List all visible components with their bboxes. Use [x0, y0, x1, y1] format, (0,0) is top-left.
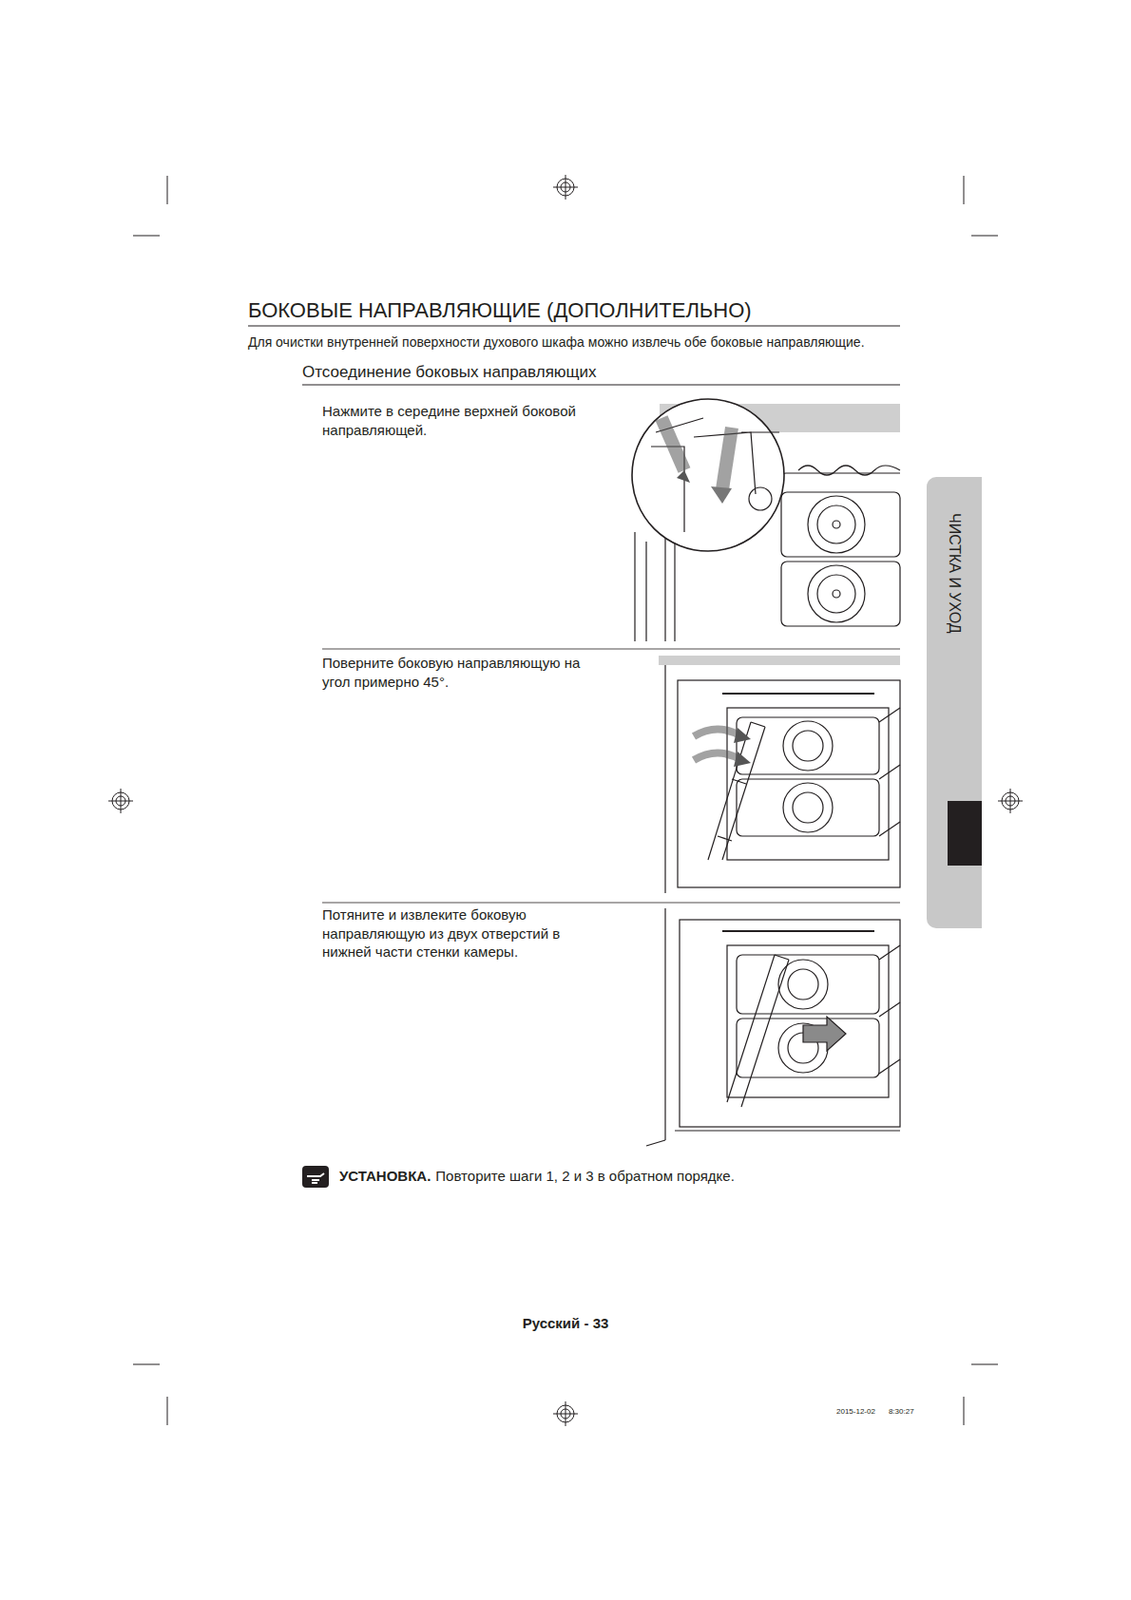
section-tab: ЧИСТКА И УХОД — [926, 477, 982, 929]
illustration-part — [733, 728, 751, 744]
illustration-part — [783, 721, 833, 771]
illustration-part — [727, 955, 789, 1108]
illustration-part — [661, 418, 685, 471]
illustration-part — [736, 779, 880, 837]
note-text: Повторите шаги 1, 2 и 3 в обратном поряд… — [435, 1167, 735, 1187]
illustration-part — [679, 920, 901, 1128]
illustration-part — [879, 708, 901, 837]
illustration-part — [710, 486, 732, 504]
intro-text: Для очистки внутренней поверхности духов… — [248, 333, 914, 351]
illustration-part — [722, 930, 875, 933]
step-text: Потяните и извлеките боковую направляющу… — [322, 905, 608, 962]
illustration-part — [633, 532, 635, 642]
illustration-part — [1010, 788, 1012, 814]
illustration-part — [722, 427, 732, 490]
illustration-part — [807, 496, 865, 554]
oven-illustration-3 — [646, 908, 901, 1147]
oven-illustration-1 — [632, 399, 901, 642]
illustration-part — [677, 680, 901, 888]
note-icon — [302, 1166, 329, 1189]
illustration-part — [971, 235, 998, 237]
illustration-part — [306, 1173, 325, 1184]
illustration-part — [108, 788, 134, 814]
illustration-part — [322, 902, 901, 904]
illustration-part — [167, 1397, 169, 1426]
illustration-part — [565, 1401, 567, 1427]
illustration-part — [322, 649, 901, 651]
illustration-part — [133, 235, 160, 237]
illustration-part — [971, 1364, 998, 1366]
tab-label: ЧИСТКА И УХОД — [944, 513, 963, 634]
illustration-part — [817, 505, 856, 544]
illustration-part — [302, 1166, 329, 1189]
illustration-part — [792, 792, 824, 824]
illustration-part — [879, 945, 901, 1074]
illustration-part — [781, 492, 901, 557]
tab-marker — [947, 801, 982, 866]
illustration-part — [693, 729, 742, 738]
section-heading: Отсоединение боковых направляющих — [302, 362, 892, 384]
illustration-part — [783, 783, 833, 833]
illustration-part — [779, 473, 901, 480]
illustration-part — [248, 325, 901, 327]
illustration-part — [167, 175, 169, 205]
crop-marks — [133, 175, 998, 1426]
registration-marks — [108, 174, 1023, 1427]
illustration-part — [727, 708, 889, 861]
illustration-part — [803, 1016, 846, 1052]
illustration-part — [651, 418, 780, 533]
oven-illustration-2 — [658, 655, 901, 894]
illustration-part — [302, 384, 901, 386]
illustration-part — [708, 722, 766, 861]
illustration-part — [645, 541, 647, 642]
illustration-part — [120, 788, 122, 814]
illustration-part — [997, 788, 1023, 814]
illustration-part — [733, 751, 751, 767]
step-text: Нажмите в середине верхней боковой напра… — [322, 402, 608, 440]
illustration-part — [781, 561, 901, 627]
illustration-part — [658, 655, 901, 666]
page-number: Русский - 33 — [522, 1314, 610, 1334]
page-title: БОКОВЫЕ НАПРАВЛЯЮЩИЕ (ДОПОЛНИТЕЛЬНО) — [248, 297, 752, 326]
illustration-part — [632, 399, 785, 552]
illustration-part — [553, 174, 578, 200]
illustration-part — [664, 665, 666, 894]
illustration-part — [832, 520, 841, 529]
illustration-part — [963, 1397, 965, 1426]
print-date: 2015-12-02 — [836, 1407, 876, 1418]
illustration-part — [832, 590, 841, 598]
illustration-part — [807, 565, 865, 623]
print-time: 8:30:27 — [888, 1407, 915, 1418]
rules — [248, 325, 901, 903]
illustration-part — [787, 969, 819, 1000]
illustration-part — [792, 730, 824, 762]
step-text: Поверните боковую направляющую на угол п… — [322, 653, 608, 691]
illustration-part — [736, 717, 880, 775]
illustration-part — [664, 908, 666, 1141]
illustration-part — [748, 487, 772, 511]
illustration-part — [778, 959, 828, 1010]
illustration-part — [693, 753, 742, 762]
illustration-part — [722, 692, 875, 695]
illustration-part — [963, 175, 965, 205]
illustration-part — [646, 1131, 901, 1147]
illustration-part — [553, 1401, 578, 1427]
illustration-part — [798, 465, 901, 476]
illustration-part — [133, 1364, 160, 1366]
note-label: УСТАНОВКА. — [339, 1167, 431, 1187]
illustration-part — [676, 470, 691, 483]
illustration-part — [565, 174, 567, 200]
illustration-part — [817, 575, 856, 614]
